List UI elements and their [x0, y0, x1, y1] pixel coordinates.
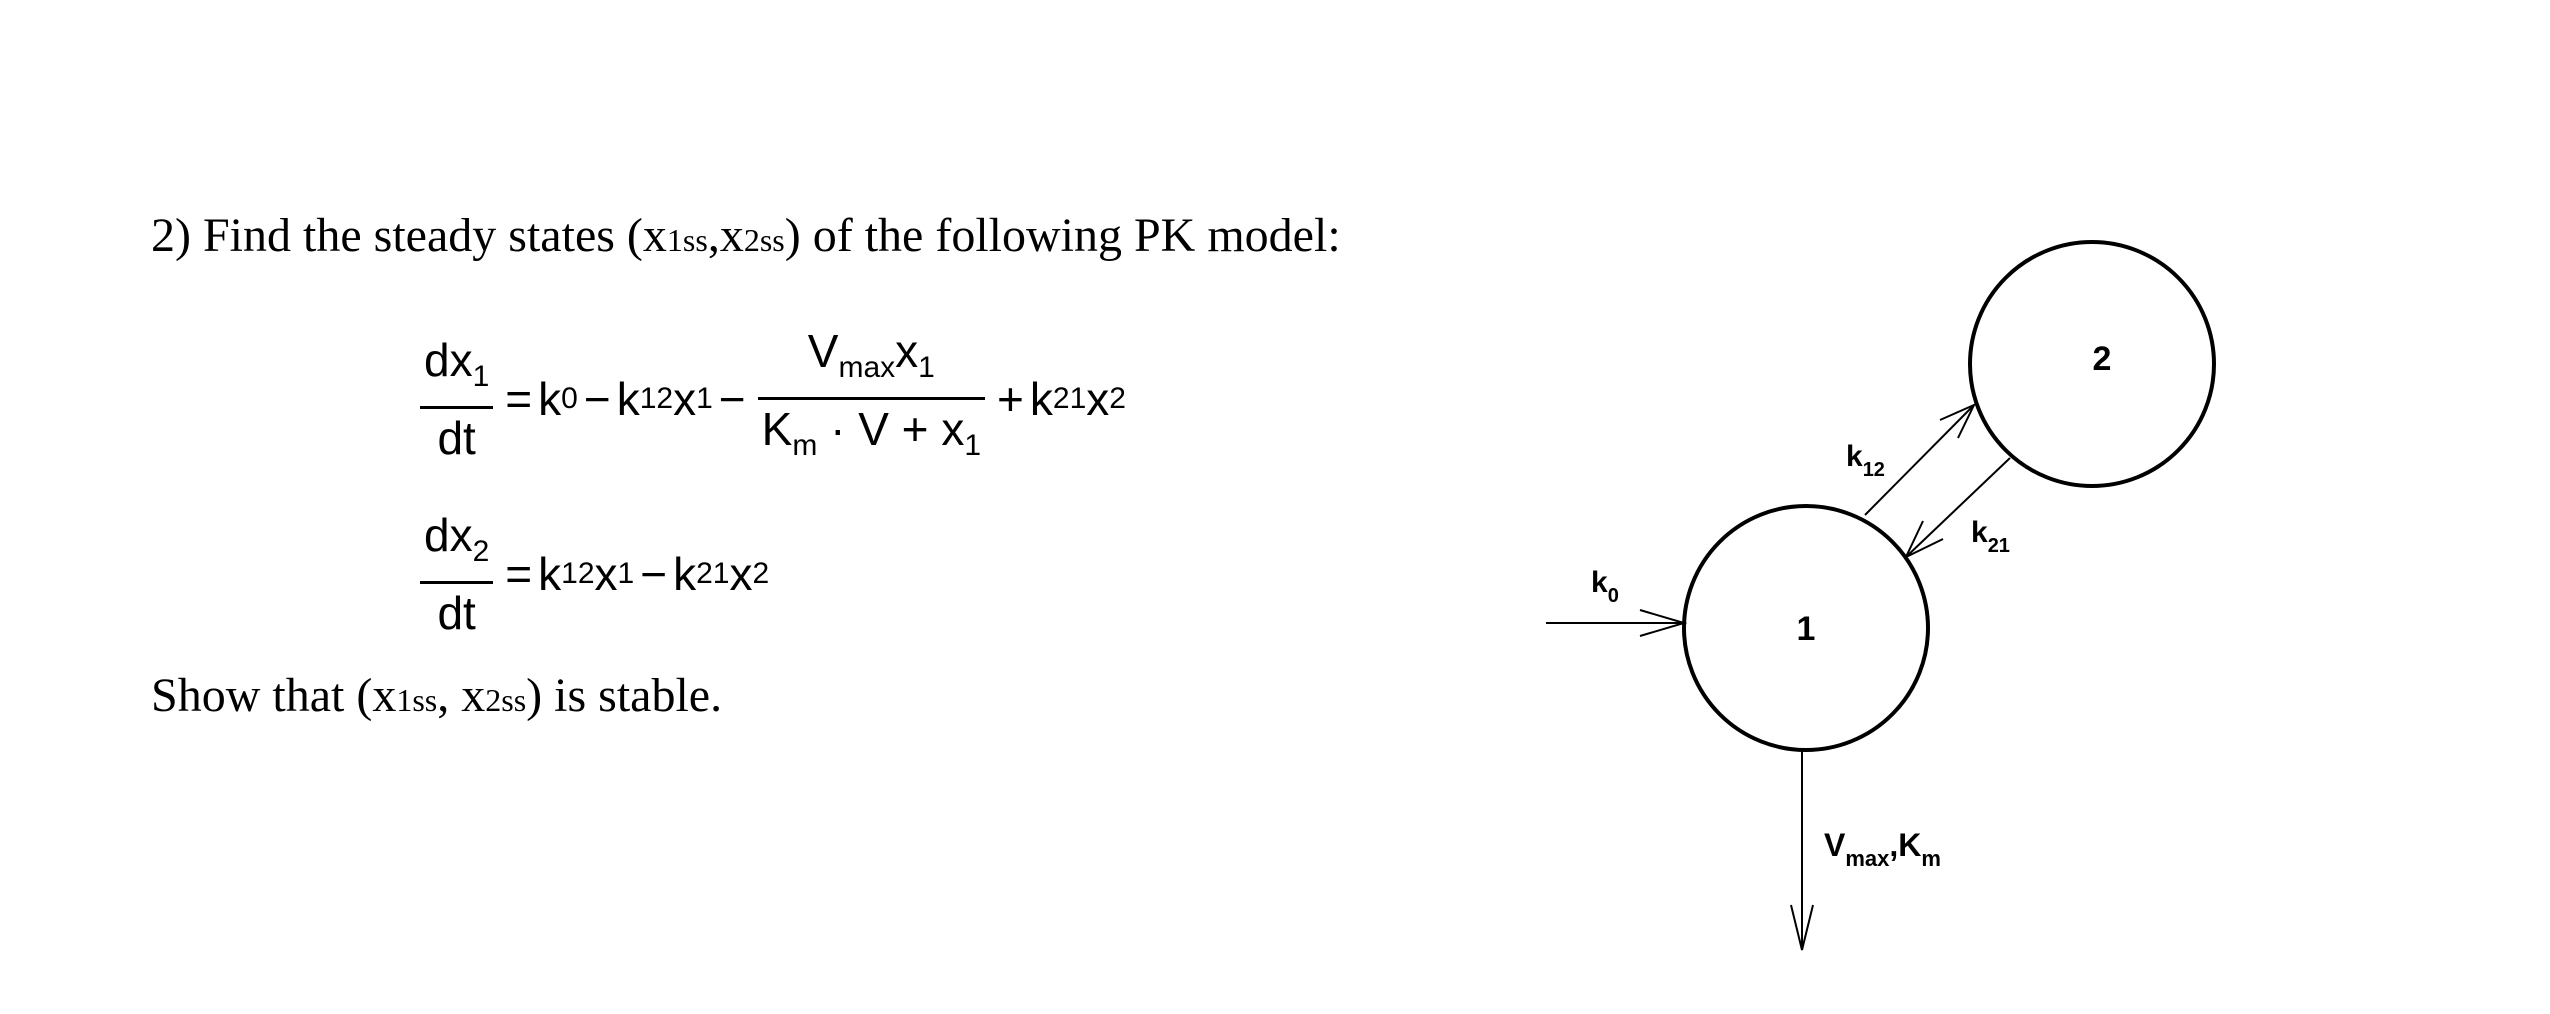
- lhs-num: dx: [424, 333, 473, 386]
- x2-sub: 2: [752, 557, 770, 590]
- k21: k: [1029, 372, 1053, 425]
- k0-label: k0: [1591, 566, 1619, 607]
- show-x1-sub: 1ss: [396, 682, 438, 718]
- k12-label: k12: [1846, 440, 1885, 481]
- equals: =: [505, 548, 533, 600]
- x2: x: [729, 548, 753, 600]
- compartment-2-circle: [1968, 240, 2216, 488]
- km-sub: m: [792, 429, 818, 462]
- x2-sub: 2: [1109, 381, 1126, 415]
- x2: x: [1086, 372, 1110, 425]
- vmax-sub: max: [838, 351, 896, 384]
- lhs-num-sub: 2: [472, 535, 490, 568]
- plus: +: [997, 372, 1024, 425]
- k12-sub: 12: [639, 381, 674, 415]
- x1-sub: 1: [696, 381, 713, 415]
- k12-sub: 12: [561, 557, 595, 590]
- stability-question: Show that (x1ss, x2ss) is stable.: [151, 668, 722, 723]
- x1: x: [594, 548, 618, 600]
- show-x2: x: [461, 669, 486, 722]
- lhs-fraction: dx2 dt: [420, 506, 494, 642]
- x1-sub: 1: [964, 429, 982, 462]
- title-x2: x: [719, 209, 744, 262]
- problem-statement: 2) Find the steady states (x1ss,x2ss) of…: [151, 208, 1341, 263]
- k21-sub: 21: [1052, 381, 1087, 415]
- km: K: [761, 403, 793, 455]
- k21-letter: k: [1971, 516, 1988, 549]
- k0: k: [538, 372, 562, 425]
- vmax: V: [807, 325, 839, 377]
- denominator-rest: · V + x: [817, 403, 965, 455]
- k21-sub: 21: [696, 557, 730, 590]
- k0-sub: 0: [1608, 585, 1619, 607]
- k21-arrow: [1903, 457, 2011, 560]
- fraction-bar: [420, 581, 494, 584]
- k12: k: [616, 372, 640, 425]
- title-text: 2) Find the steady states (: [151, 209, 643, 262]
- lhs-den: dt: [437, 587, 476, 639]
- k12: k: [538, 548, 562, 600]
- lhs-num-sub: 1: [472, 359, 490, 393]
- k12-sub: 12: [1863, 459, 1885, 481]
- k0-arrow: [1546, 609, 1688, 637]
- fraction-bar: [420, 405, 494, 409]
- x1-sub: 1: [918, 351, 935, 384]
- elimination-arrow: [1790, 750, 1814, 951]
- km-sub: m: [1921, 846, 1941, 871]
- k21: k: [673, 548, 697, 600]
- minus: −: [583, 372, 611, 425]
- k12-letter: k: [1846, 440, 1863, 473]
- k21-sub: 21: [1988, 535, 2010, 557]
- fraction-bar: [757, 397, 986, 400]
- k21-label: k21: [1971, 516, 2010, 557]
- title-x2-sub: 2ss: [743, 222, 785, 258]
- show-text: Show that (: [151, 669, 373, 722]
- minus: −: [640, 548, 668, 600]
- show-x1: x: [372, 669, 397, 722]
- k0-sub: 0: [561, 381, 578, 415]
- compartment-2-label: 2: [2093, 340, 2112, 378]
- lhs-den: dt: [437, 411, 476, 464]
- title-x1-sub: 1ss: [666, 222, 708, 258]
- comma: ,: [1889, 827, 1898, 863]
- vmax-sub: max: [1845, 846, 1890, 871]
- title-suffix: ) of the following PK model:: [784, 209, 1341, 262]
- vmax-letter: V: [1824, 827, 1846, 863]
- lhs-fraction: dx1 dt: [420, 331, 494, 467]
- equals: =: [505, 372, 533, 425]
- k0-letter: k: [1591, 566, 1608, 599]
- lhs-num: dx: [424, 509, 473, 561]
- x1: x: [673, 372, 697, 425]
- minus: −: [718, 372, 746, 425]
- compartment-1-label: 1: [1797, 610, 1816, 648]
- km-letter: K: [1898, 827, 1921, 863]
- show-comma: ,: [437, 669, 462, 722]
- show-x2-sub: 2ss: [485, 682, 527, 718]
- show-suffix: ) is stable.: [526, 669, 723, 722]
- title-x1: x: [642, 209, 667, 262]
- title-comma: ,: [707, 209, 720, 262]
- x1: x: [895, 325, 919, 377]
- elimination-label: Vmax,Km: [1824, 827, 1941, 871]
- k12-arrow: [1864, 402, 1977, 516]
- compartment-1-circle: [1682, 504, 1930, 752]
- x1-sub: 1: [617, 557, 635, 590]
